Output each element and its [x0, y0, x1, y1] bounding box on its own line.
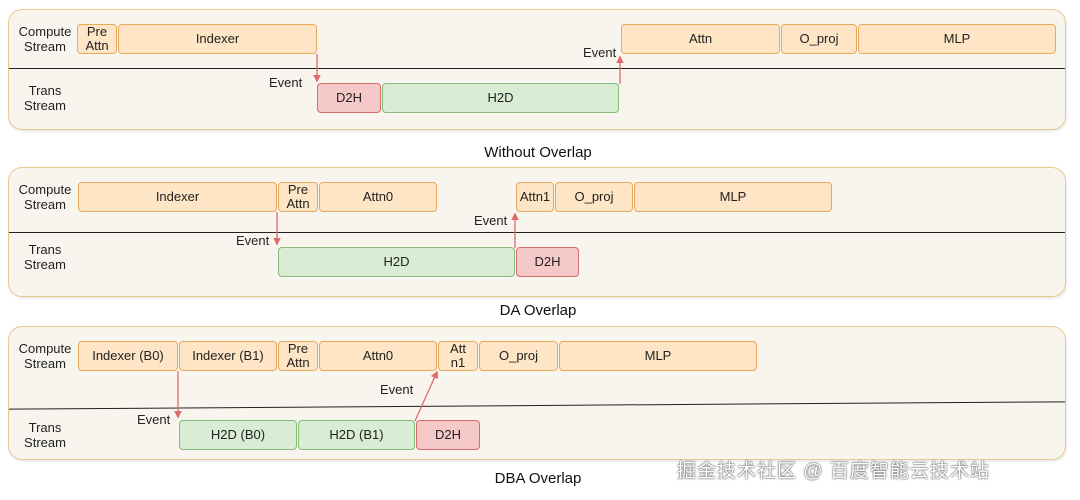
block-indexer-b0: Indexer (B0) [78, 341, 178, 371]
caption: DBA Overlap [494, 470, 582, 487]
block-attn0: Attn0 [319, 341, 437, 371]
block-pre-attn: Pre Attn [278, 341, 318, 371]
event-label: Event [269, 75, 303, 90]
block-attn0: Attn0 [319, 182, 437, 212]
block-o-proj: O_proj [781, 24, 857, 54]
stream-divider [9, 232, 1065, 233]
compute-stream-label: Compute Stream [18, 182, 72, 212]
block-d2h: D2H [317, 83, 381, 113]
compute-stream-label: Compute Stream [18, 24, 72, 54]
event-arrow [414, 370, 439, 422]
block-pre-attn: Pre Attn [278, 182, 318, 212]
block-d2h: D2H [516, 247, 579, 277]
compute-stream-label: Compute Stream [18, 341, 72, 371]
block-indexer: Indexer [78, 182, 277, 212]
event-label: Event [474, 213, 508, 228]
trans-stream-label: Trans Stream [24, 420, 66, 450]
block-h2d-b0: H2D (B0) [179, 420, 297, 450]
caption: Without Overlap [484, 144, 592, 161]
block-attn1: Att n1 [438, 341, 478, 371]
block-o-proj: O_proj [555, 182, 633, 212]
trans-stream-label: Trans Stream [24, 83, 66, 113]
block-pre-attn: Pre Attn [77, 24, 117, 54]
block-indexer-b1: Indexer (B1) [179, 341, 277, 371]
trans-stream-label: Trans Stream [24, 242, 66, 272]
event-label: Event [236, 233, 270, 248]
watermark: 掘金技术社区 @ 百度智能云技术站 [677, 461, 990, 482]
block-indexer: Indexer [118, 24, 317, 54]
event-label: Event [380, 382, 414, 397]
block-mlp: MLP [634, 182, 832, 212]
caption: DA Overlap [499, 302, 577, 319]
stream-divider [9, 68, 1065, 69]
block-d2h: D2H [416, 420, 480, 450]
block-o-proj: O_proj [479, 341, 558, 371]
block-h2d: H2D [382, 83, 619, 113]
block-mlp: MLP [559, 341, 757, 371]
block-mlp: MLP [858, 24, 1056, 54]
block-attn1: Attn1 [516, 182, 554, 212]
block-attn: Attn [621, 24, 780, 54]
block-h2d: H2D [278, 247, 515, 277]
event-label: Event [583, 45, 617, 60]
event-label: Event [137, 412, 171, 427]
block-h2d-b1: H2D (B1) [298, 420, 415, 450]
